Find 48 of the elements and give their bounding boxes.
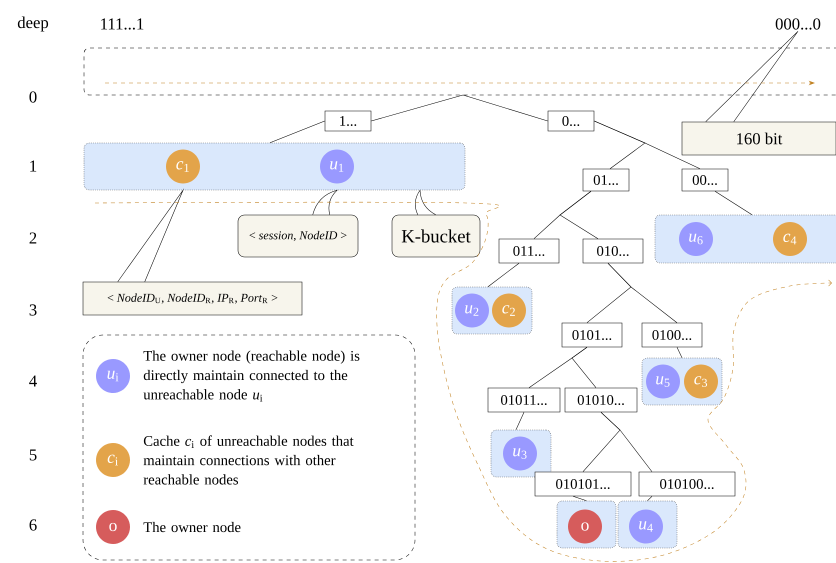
level-label: 5 <box>30 449 37 461</box>
legend-text: Cache c$_{i}$ of unreachable nodes that maintain connections with other reachable nodes <box>144 435 354 485</box>
swatch-letter: u$_{i}$ <box>108 370 118 382</box>
tree-branch <box>572 347 596 388</box>
prefix-box: 010101... <box>534 472 632 496</box>
tree-branch <box>516 412 524 430</box>
tree-branch <box>608 263 678 323</box>
tree-branch <box>488 263 520 287</box>
prefix-box: 0... <box>548 110 594 132</box>
tree-branch <box>560 191 598 239</box>
prefix-box: 0100... <box>642 322 702 348</box>
tree-branch <box>714 191 752 215</box>
swatch-letter: o <box>109 522 117 532</box>
bit-string: 111...1 <box>101 18 144 30</box>
prefix-box: 0101... <box>562 322 622 348</box>
tree-branch <box>270 120 325 143</box>
prefix-box: 01... <box>582 168 630 192</box>
prefix-box: 01011... <box>488 388 560 412</box>
tree-branch <box>600 412 652 472</box>
swatch-letter: c$_{i}$ <box>108 454 118 466</box>
level-label: 0 <box>29 91 37 103</box>
speech-bubble: K-bucket <box>392 214 480 258</box>
speech-bubble-tail <box>312 190 338 215</box>
speech-bubble-tail <box>414 190 436 215</box>
level-label: 3 <box>30 304 37 316</box>
legend-text: The owner node <box>144 522 240 532</box>
bit-string: 000...0 <box>776 18 820 30</box>
tree-branch <box>676 347 682 358</box>
prefix-box: 00... <box>682 168 728 192</box>
prefix-box: 01010... <box>564 388 638 412</box>
tree-branch <box>572 496 587 501</box>
prefix-box: 011... <box>498 238 560 264</box>
level-label: 1 <box>30 160 36 172</box>
prefix-box: 1... <box>324 110 372 132</box>
prefix-box: 010... <box>582 238 644 264</box>
speech-bubble: < session, NodeID > <box>238 214 358 258</box>
tree-branch <box>462 94 548 122</box>
prefix-box: 010100... <box>638 472 736 496</box>
k-bucket-box <box>84 142 466 190</box>
level-label: 6 <box>30 519 37 531</box>
tree-branch <box>647 496 652 501</box>
callout-box: 160 bit <box>682 122 836 156</box>
legend-text: The owner node (reachable node) is directly maintain connected to the unreachable node u$_{i}$ <box>143 350 360 402</box>
level-label: 2 <box>30 232 36 244</box>
level-label: deep <box>18 16 48 32</box>
callout-box: < NodeID$_{U}$, NodeID$_{R}$, IP$_{R}$, Port$_{R}$ > <box>82 282 302 316</box>
level-label: 4 <box>29 376 37 386</box>
tree-branch <box>371 94 464 122</box>
